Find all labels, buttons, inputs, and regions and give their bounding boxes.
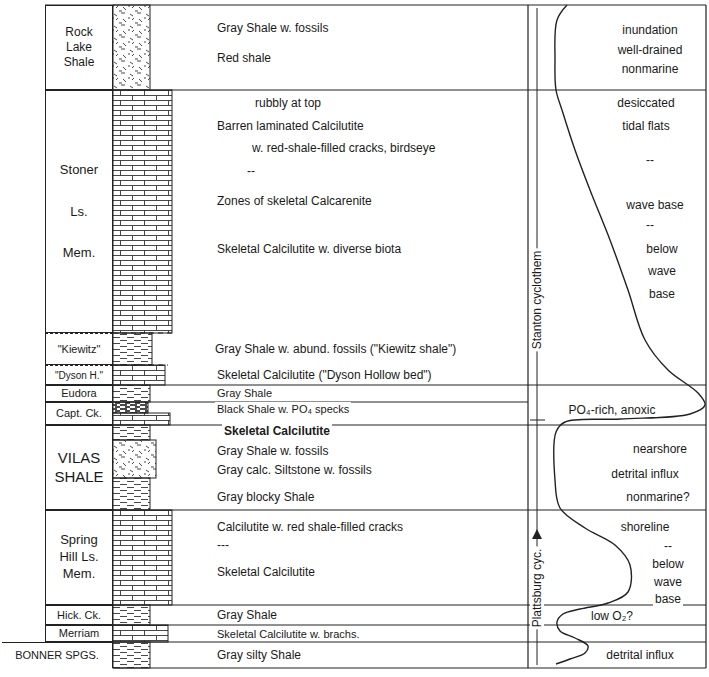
lithology-note: Gray Shale w. abund. fossils ("Kiewitz s… — [213, 342, 458, 356]
environment-note: detrital influx — [609, 467, 680, 481]
environment-note: PO₄-rich, anoxic — [567, 403, 658, 417]
lithology-note: Calcilutite w. red shale-filled cracks — [215, 520, 405, 534]
limestone-bed — [113, 413, 170, 425]
member-cell: BONNER SPGS. — [2, 642, 113, 668]
lithology-note: Gray blocky Shale — [215, 490, 316, 504]
shale-bed — [113, 425, 150, 440]
limestone-bed — [113, 510, 172, 605]
member-cell: Eudora — [45, 385, 113, 402]
environment-note: wave — [652, 575, 684, 589]
shale-bed — [113, 385, 150, 402]
member-name: Hick. Ck. — [57, 609, 101, 621]
black-shale-bed — [113, 402, 148, 413]
environment-note: base — [653, 592, 683, 606]
lithology-note: -- — [245, 164, 257, 178]
lithology-note: Gray Shale — [215, 608, 279, 622]
lithology-note: rubbly at top — [253, 96, 323, 110]
member-cell: "Kiewitz" — [45, 333, 113, 365]
member-name: Merriam — [59, 627, 99, 639]
member-cell: VILAS SHALE — [45, 425, 113, 510]
lithology-note: Red shale — [215, 51, 273, 65]
lithology-note: Black Shale w. PO₄ specks — [215, 402, 351, 416]
member-name: VILAS SHALE — [49, 449, 109, 487]
lithology-note: Gray silty Shale — [215, 648, 303, 662]
member-cell: Rock Lake Shale — [45, 5, 113, 90]
limestone-bed — [113, 625, 168, 642]
member-name: Rock Lake Shale — [59, 25, 99, 70]
member-cell: Hick. Ck. — [45, 605, 113, 625]
lithology-note: Skeletal Calcilutite ("Dyson Hollow bed"… — [215, 368, 434, 382]
shale-bed — [113, 478, 150, 510]
environment-note: below — [644, 242, 679, 256]
environment-note: low O₂? — [589, 609, 635, 623]
environment-note: -- — [662, 539, 674, 553]
environment-note: wave — [646, 264, 678, 278]
lithology-note: Gray Shale — [215, 386, 274, 400]
lithology-note: Skeletal Calcilutite — [215, 565, 317, 579]
member-cell: Capt. Ck. — [45, 402, 113, 425]
member-name: "Dyson H." — [55, 370, 103, 381]
column-border — [528, 5, 706, 668]
member-name: Eudora — [61, 387, 96, 399]
siltstone-bed — [113, 440, 156, 478]
environment-note: nonmarine — [620, 62, 681, 76]
environment-note: wave base — [624, 198, 685, 212]
lithology-note: Skeletal Calcilutite — [222, 424, 332, 438]
shale-bed — [113, 5, 150, 90]
environment-note: below — [650, 557, 685, 571]
shale-bed — [113, 642, 150, 668]
member-cell: Spring Hill Ls. Mem. — [45, 510, 113, 605]
limestone-bed — [113, 90, 172, 333]
member-name: Spring Hill Ls. Mem. — [57, 532, 102, 583]
lithology-note: --- — [215, 538, 231, 552]
environment-note: -- — [644, 153, 656, 167]
shale-bed — [113, 605, 150, 625]
cyclothem-arrow — [532, 529, 542, 539]
member-cell: "Dyson H." — [45, 365, 113, 385]
environment-note: -- — [644, 218, 656, 232]
lithology-note: Gray calc. Siltstone w. fossils — [215, 463, 374, 477]
environment-note: shoreline — [619, 520, 672, 534]
lithology-column — [113, 5, 172, 668]
lithology-note: w. red-shale-filled cracks, birdseye — [250, 141, 437, 155]
lithology-note: Barren laminated Calcilutite — [215, 119, 366, 133]
member-name: BONNER SPGS. — [15, 649, 99, 661]
environment-note: nearshore — [631, 442, 689, 456]
lithology-note: Gray Shale w. fossils — [215, 21, 330, 35]
lithology-note: Gray Shale w. fossils — [215, 444, 330, 458]
depth-curve — [554, 5, 705, 664]
environment-note: detrital influx — [604, 648, 675, 662]
lithology-note: Skeletal Calcilutite w. brachs. — [215, 627, 361, 641]
member-name: Stoner Ls. Mem. — [57, 149, 102, 274]
dashed-boundary — [113, 333, 175, 365]
environment-note: nonmarine? — [624, 490, 691, 504]
shale-bed — [113, 333, 152, 365]
lithology-note: Zones of skeletal Calcarenite — [215, 194, 374, 208]
cyclothem-name: Plattsburg cyc. — [530, 547, 544, 630]
environment-note: base — [647, 287, 677, 301]
cyclothem-name: Stanton cyclothem — [530, 249, 544, 352]
environment-note: tidal flats — [620, 119, 671, 133]
member-name: "Kiewitz" — [58, 343, 101, 355]
environment-note: desiccated — [615, 96, 676, 110]
limestone-bed — [113, 365, 165, 385]
member-cell: Merriam — [45, 625, 113, 642]
environment-note: well-drained — [616, 43, 685, 57]
environment-note: inundation — [620, 23, 679, 37]
bed-boundary — [45, 5, 706, 668]
member-name: Capt. Ck. — [56, 407, 102, 419]
member-cell: Stoner Ls. Mem. — [45, 90, 113, 333]
cyclothem-line — [530, 8, 545, 665]
lithology-note: Skeletal Calcilutite w. diverse biota — [215, 242, 403, 256]
